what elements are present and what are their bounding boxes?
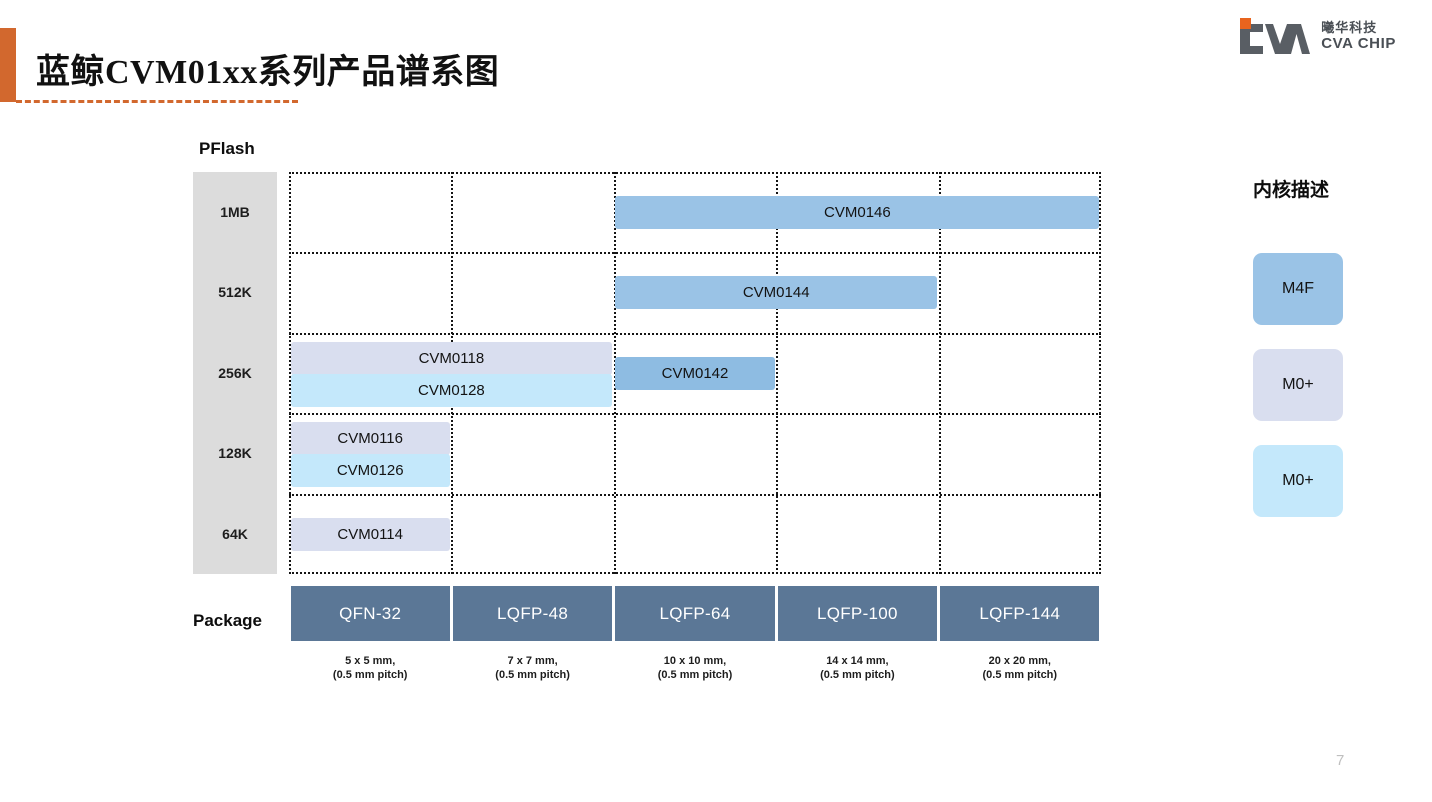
package-cell-lqfp-48[interactable]: LQFP-48 [452, 586, 613, 641]
product-bar-cvm0144[interactable]: CVM0144 [615, 276, 938, 310]
package-cell-label: LQFP-64 [659, 603, 731, 623]
product-bar-label: CVM0118 [418, 349, 485, 367]
package-size-dimensions: 7 x 7 mm, [507, 655, 558, 667]
package-cell-lqfp-100[interactable]: LQFP-100 [777, 586, 938, 641]
logo-name-cn: 曦华科技 [1321, 20, 1378, 36]
product-bar-label: CVM0128 [418, 381, 485, 399]
product-bar-cvm0142[interactable]: CVM0142 [615, 356, 775, 390]
product-bar-label: CVM0144 [742, 284, 810, 302]
package-size-dimensions: 20 x 20 mm, [988, 655, 1051, 667]
grid-vline [1099, 172, 1101, 574]
grid-hline [289, 332, 1101, 335]
product-bar-label: CVM0146 [824, 204, 891, 221]
grid-hline [289, 413, 1101, 416]
cva-logo-icon [1237, 18, 1311, 56]
package-size-lqfp-48: 7 x 7 mm,(0.5 mm pitch) [451, 655, 613, 683]
page-title: 蓝鲸CVM01xx系列产品谱系图 [36, 54, 500, 91]
brand-logo: 曦华科技 CVA CHIP [1237, 18, 1396, 56]
package-size-lqfp-64: 10 x 10 mm,(0.5 mm pitch) [614, 655, 776, 683]
pflash-tick-1MB: 1MB [220, 204, 250, 220]
package-size-pitch: (0.5 mm pitch) [332, 668, 408, 681]
legend-chip-label: M0+ [1282, 376, 1314, 393]
grid-hline [289, 493, 1101, 496]
product-bar-cvm0146[interactable]: CVM0146 [615, 196, 1100, 229]
grid-hline [289, 572, 1101, 574]
product-bar-cvm0114[interactable]: CVM0114 [290, 517, 450, 551]
page-number: 7 [1336, 752, 1345, 769]
legend-chip-label: M4F [1282, 280, 1314, 297]
legend-title: 内核描述 [1253, 180, 1330, 201]
package-cell-qfn-32[interactable]: QFN-32 [290, 586, 450, 641]
pflash-axis-title: PFlash [199, 139, 255, 158]
product-bar-cvm0118[interactable]: CVM0118 [290, 341, 613, 375]
package-cell-label: LQFP-48 [497, 603, 569, 623]
logo-accent-square-icon [1240, 18, 1252, 29]
package-size-dimensions: 5 x 5 mm, [345, 655, 396, 667]
package-cell-lqfp-144[interactable]: LQFP-144 [940, 586, 1100, 641]
package-size-pitch: (0.5 mm pitch) [495, 668, 570, 681]
title-divider [16, 100, 298, 103]
product-bar-cvm0116[interactable]: CVM0116 [290, 422, 450, 456]
logo-name-en: CVA CHIP [1321, 34, 1396, 52]
grid-hline [289, 252, 1101, 255]
package-cell-label: LQFP-100 [816, 603, 898, 623]
grid-vline [613, 172, 616, 574]
package-cell-lqfp-64[interactable]: LQFP-64 [615, 586, 775, 641]
legend-chip-1[interactable]: M0+ [1253, 349, 1343, 421]
package-header-row: QFN-32 LQFP-48 LQFP-64 LQFP-100 LQFP-144 [289, 586, 1100, 641]
package-size-pitch: (0.5 mm pitch) [657, 668, 733, 681]
product-bar-cvm0128[interactable]: CVM0128 [290, 373, 613, 407]
package-size-pitch: (0.5 mm pitch) [820, 668, 895, 681]
package-size-qfn-32: 5 x 5 mm,(0.5 mm pitch) [289, 655, 451, 683]
product-bar-cvm0126[interactable]: CVM0126 [290, 454, 450, 488]
package-size-dimensions: 10 x 10 mm, [663, 655, 727, 667]
grid-hline [289, 172, 1101, 174]
package-cell-label: LQFP-144 [979, 603, 1061, 623]
product-bar-label: CVM0116 [337, 430, 403, 448]
package-axis-title: Package [193, 611, 262, 630]
pflash-tick-64K: 64K [222, 525, 248, 542]
legend-chip-0[interactable]: M4F [1253, 253, 1343, 325]
pflash-axis-band [193, 172, 277, 574]
pflash-tick-512K: 512K [218, 284, 252, 301]
pflash-tick-128K: 128K [218, 445, 252, 462]
grid-vline [938, 172, 941, 574]
product-bar-label: CVM0126 [336, 462, 404, 480]
package-cell-label: QFN-32 [339, 603, 402, 623]
legend-chip-label: M0+ [1282, 472, 1314, 489]
pflash-tick-256K: 256K [218, 364, 252, 381]
package-size-lqfp-100: 14 x 14 mm,(0.5 mm pitch) [776, 655, 938, 683]
title-accent-bar [0, 28, 16, 102]
package-size-dimensions: 14 x 14 mm, [826, 655, 889, 667]
grid-vline [776, 172, 779, 574]
grid-vline [289, 172, 291, 574]
logo-text: 曦华科技 CVA CHIP [1321, 21, 1396, 52]
legend-chip-2[interactable]: M0+ [1253, 445, 1343, 517]
package-size-lqfp-144: 20 x 20 mm,(0.5 mm pitch) [939, 655, 1101, 683]
product-bar-label: CVM0114 [337, 525, 403, 543]
package-size-pitch: (0.5 mm pitch) [982, 668, 1058, 681]
product-bar-label: CVM0142 [661, 364, 729, 382]
